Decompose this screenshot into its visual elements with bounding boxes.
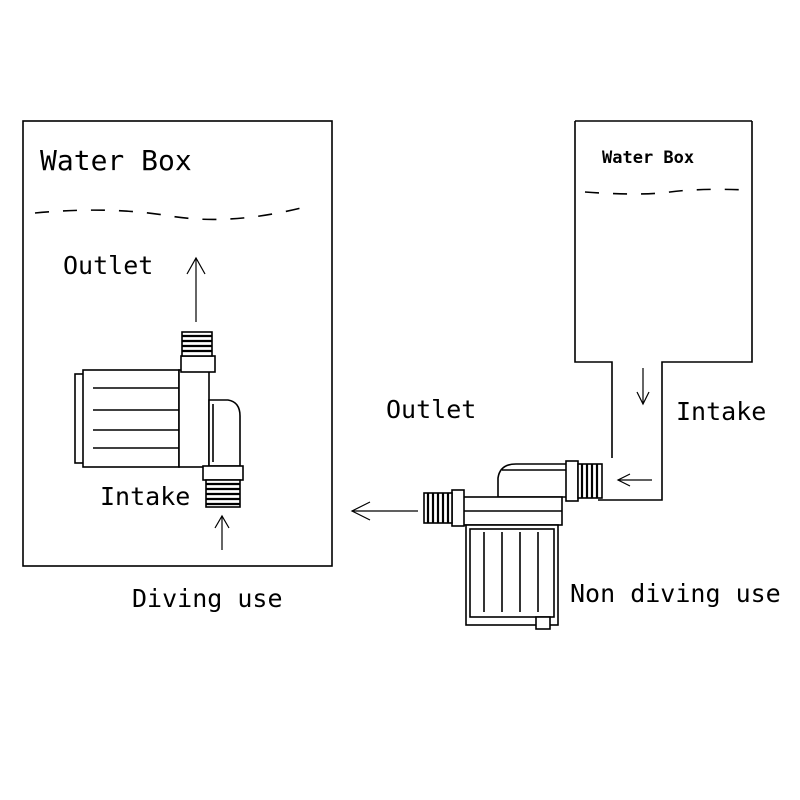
left-outlet-arrow-icon bbox=[186, 256, 206, 322]
non-diving-use-group: Water Box Intake Outlet bbox=[350, 120, 781, 630]
right-down-arrow-icon bbox=[636, 368, 650, 406]
right-pump-icon bbox=[423, 460, 603, 630]
right-water-box-title: Water Box bbox=[602, 148, 694, 168]
diving-use-group: Water Box Outlet bbox=[22, 120, 333, 613]
right-intake-arrow-icon bbox=[616, 473, 652, 487]
right-outlet-label: Outlet bbox=[386, 395, 476, 424]
left-water-box bbox=[22, 120, 333, 567]
right-intake-label: Intake bbox=[676, 397, 766, 426]
left-pump-icon bbox=[74, 331, 244, 508]
right-water-surface-icon bbox=[584, 188, 749, 195]
left-caption: Diving use bbox=[132, 584, 283, 613]
right-caption: Non diving use bbox=[570, 579, 781, 608]
left-intake-arrow-icon bbox=[214, 514, 230, 550]
right-outlet-arrow-icon bbox=[350, 501, 418, 521]
left-water-surface-icon bbox=[34, 206, 306, 221]
left-outlet-label: Outlet bbox=[63, 251, 153, 280]
right-water-box bbox=[574, 120, 753, 501]
left-water-box-title: Water Box bbox=[40, 144, 192, 177]
left-intake-label: Intake bbox=[100, 482, 190, 511]
